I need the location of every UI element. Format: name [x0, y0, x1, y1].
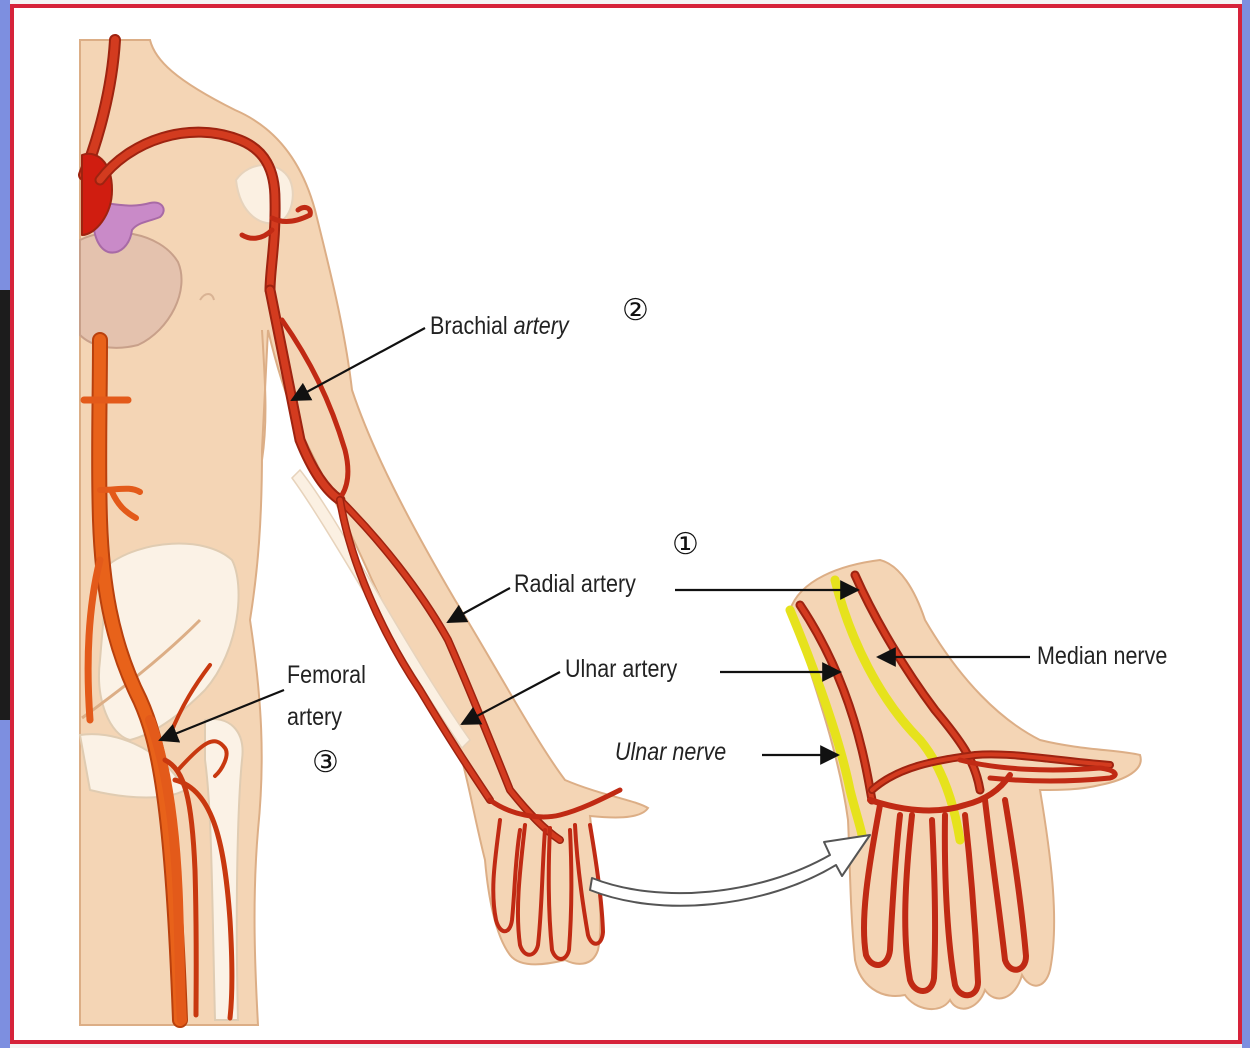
marker-brachial: ② [622, 296, 649, 326]
brachial-artery-label: Brachial artery [430, 314, 569, 339]
marker-radial: ① [672, 530, 699, 560]
femoral-label-line2: artery [287, 705, 342, 730]
ulnar-artery-label: Ulnar artery [565, 657, 677, 682]
femoral-label-line1: Femoral [287, 663, 366, 688]
ulnar-nerve-label: Ulnar nerve [615, 740, 726, 765]
right-side-bar [1242, 0, 1250, 1048]
brachial-label-main: Brachial [430, 312, 508, 340]
marker-femoral: ③ [312, 748, 339, 778]
brachial-label-tail: artery [514, 312, 569, 340]
radial-artery-label: Radial artery [514, 572, 636, 597]
ulnar-nerve-label-a: Ulnar [615, 738, 666, 766]
ulnar-nerve-label-b: nerve [672, 738, 726, 766]
median-nerve-label: Median nerve [1037, 644, 1167, 669]
left-dark-panel [0, 290, 10, 720]
